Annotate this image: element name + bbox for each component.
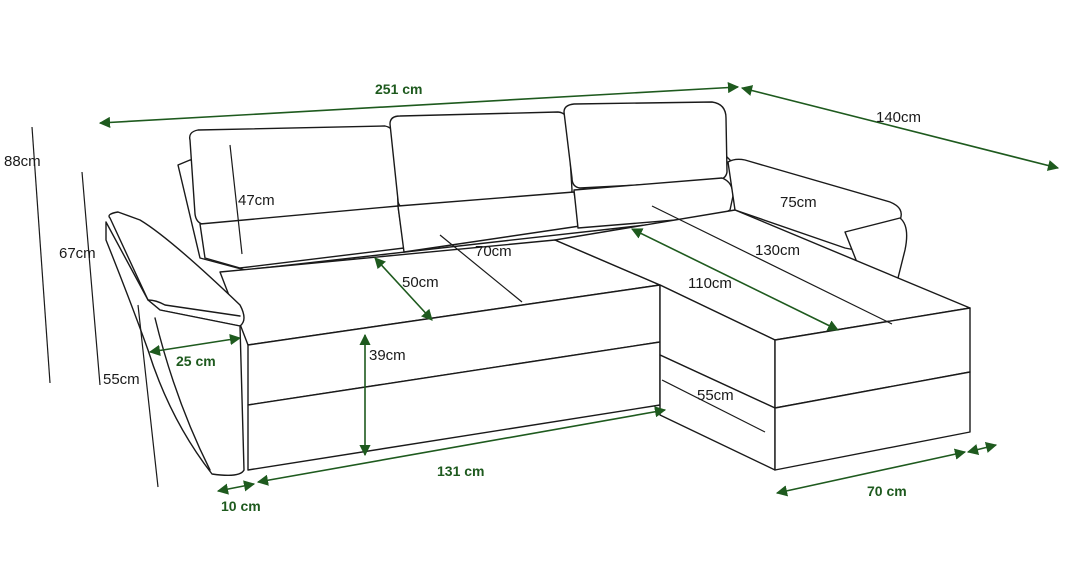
- label-chaise-base-width: 70 cm: [867, 483, 907, 499]
- dim-chaise-base-width: [775, 448, 967, 497]
- dimension-labels: 251 cm 140cm 88cm 67cm 55cm 47cm 70cm 50…: [4, 81, 921, 514]
- label-seat-height: 39cm: [369, 347, 406, 364]
- label-back-cushion-height: 47cm: [238, 192, 275, 209]
- label-side-height: 55cm: [103, 371, 140, 388]
- lower-cushion-left: [199, 205, 405, 269]
- label-total-height: 88cm: [4, 153, 41, 170]
- label-chaise-length: 130cm: [755, 242, 800, 259]
- label-chaise-inner-length: 110cm: [688, 275, 732, 292]
- dim-small-offset: [966, 442, 998, 455]
- back-cushion-middle: [389, 111, 573, 209]
- dim-chaise-length: [651, 205, 893, 325]
- label-armrest-width: 25 cm: [176, 353, 216, 369]
- sofa-outline: [105, 101, 971, 477]
- back-cushion-right: [563, 101, 728, 189]
- dim-seat-width: [256, 406, 667, 486]
- armrest-seam: [147, 299, 241, 317]
- label-armrest-height: 67cm: [59, 245, 96, 262]
- label-chaise-width: 75cm: [780, 194, 817, 211]
- dimension-lines: [31, 81, 1060, 497]
- dim-chaise-inner-length: [630, 228, 840, 331]
- dim-leg-offset: [216, 480, 256, 495]
- label-chaise-base-height: 55cm: [697, 387, 734, 404]
- dim-total-length: [98, 81, 740, 129]
- label-leg-offset: 10 cm: [221, 498, 261, 514]
- dim-back-cushion-height: [229, 144, 243, 255]
- dim-seat-depth-inner: [374, 257, 433, 321]
- dim-total-height: [31, 126, 51, 384]
- left-armrest-top: [108, 211, 245, 327]
- chaise-front-lower: [774, 371, 971, 471]
- dim-seat-depth-sofa: [439, 234, 523, 303]
- label-seat-width: 131 cm: [437, 463, 484, 479]
- label-seat-depth-inner: 50cm: [402, 274, 439, 291]
- label-chaise-depth: 140cm: [876, 109, 921, 126]
- dim-chaise-depth: [740, 85, 1060, 171]
- dim-armrest-height: [81, 171, 101, 386]
- dim-armrest-width: [148, 334, 242, 356]
- dim-side-height: [137, 304, 159, 488]
- label-seat-depth-sofa: 70cm: [475, 243, 512, 260]
- back-cushion-left: [188, 125, 399, 225]
- label-total-length: 251 cm: [375, 81, 422, 97]
- dim-chaise-base-height: [661, 379, 766, 433]
